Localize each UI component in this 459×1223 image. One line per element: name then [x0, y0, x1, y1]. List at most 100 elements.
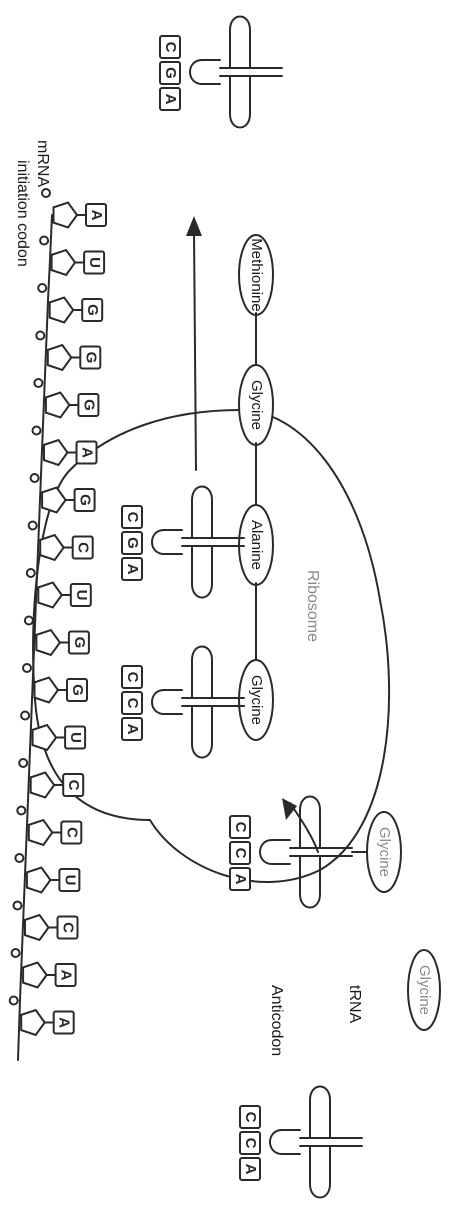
sugar-pentagon: [48, 345, 72, 370]
phosphate-bead: [14, 902, 22, 910]
amino-acid: Alanine: [239, 505, 273, 585]
anticodon-base: A: [240, 1158, 260, 1180]
sugar-pentagon: [54, 203, 78, 228]
svg-text:C: C: [65, 780, 82, 791]
mrna-base: G: [78, 394, 98, 416]
svg-text:U: U: [67, 732, 84, 743]
anticodon-base: A: [122, 558, 142, 580]
amino-acid-label: Alanine: [248, 520, 265, 570]
sugar-pentagon: [40, 535, 64, 560]
svg-text:A: A: [124, 724, 141, 735]
phosphate-bead: [33, 427, 41, 435]
svg-text:A: A: [88, 210, 105, 221]
amino-acid: Glycine: [239, 365, 273, 445]
mrna-base: G: [69, 632, 89, 654]
phosphate-bead: [12, 949, 20, 957]
sugar-pentagon: [31, 773, 55, 798]
phosphate-bead: [21, 712, 29, 720]
legend-amino-acid: Glycine: [408, 950, 440, 1030]
svg-text:C: C: [162, 42, 179, 53]
svg-text:U: U: [86, 257, 103, 268]
mrna-base: U: [59, 869, 79, 891]
svg-text:G: G: [77, 494, 94, 506]
initiation-codon-label: initiation codon: [14, 160, 31, 267]
sugar-pentagon: [38, 583, 62, 608]
mrna-base: C: [58, 917, 78, 939]
phosphate-bead: [25, 617, 33, 625]
sugar-pentagon: [46, 393, 70, 418]
sugar-pentagon: [52, 250, 76, 275]
sugar-pentagon: [50, 298, 73, 323]
mrna-base: G: [80, 347, 100, 369]
mrna-base: C: [61, 822, 81, 844]
sugar-pentagon: [33, 725, 57, 750]
svg-text:A: A: [56, 1017, 73, 1028]
anticodon-base: A: [230, 868, 250, 890]
svg-text:C: C: [75, 542, 92, 553]
ribosome-label: Ribosome: [304, 570, 321, 642]
mrna-base: U: [71, 584, 91, 606]
phosphate-bead: [17, 807, 25, 815]
arrow-exit: [186, 216, 202, 470]
phosphate-bead: [36, 332, 44, 340]
sugar-pentagon: [23, 963, 46, 988]
anticodon-base: C: [122, 666, 142, 688]
mrna-label: mRNA: [34, 140, 51, 187]
svg-text:U: U: [73, 590, 90, 601]
phosphate-bead: [40, 237, 48, 245]
amino-acid: Glycine: [239, 660, 273, 740]
anticodon-base: C: [160, 36, 180, 58]
anticodon-base: C: [230, 842, 250, 864]
phosphate-bead: [42, 189, 50, 197]
phosphate-bead: [31, 474, 39, 482]
phosphate-bead: [15, 854, 23, 862]
mrna-base: U: [65, 727, 85, 749]
phosphate-bead: [27, 569, 35, 577]
trna-bound-alanine: CGA: [122, 487, 244, 598]
sugar-pentagon: [44, 440, 68, 465]
mrna-base: A: [77, 442, 97, 464]
svg-text:C: C: [242, 1138, 259, 1149]
amino-acid-label: Methionine: [248, 238, 265, 311]
svg-text:C: C: [124, 512, 141, 523]
svg-text:A: A: [162, 94, 179, 105]
mrna-base: U: [84, 252, 104, 274]
svg-text:U: U: [61, 875, 78, 886]
amino-acid-label: Glycine: [248, 380, 265, 430]
phosphate-bead: [29, 522, 37, 530]
anticodon-base: A: [160, 88, 180, 110]
phosphate-bead: [34, 379, 42, 387]
sugar-pentagon: [27, 868, 51, 893]
sugar-pentagon: [25, 915, 49, 940]
phosphate-bead: [23, 664, 31, 672]
anticodon-base: C: [240, 1132, 260, 1154]
sugar-pentagon: [42, 488, 66, 513]
svg-text:C: C: [60, 922, 77, 933]
svg-text:C: C: [242, 1112, 259, 1123]
mrna-base: G: [67, 679, 87, 701]
svg-text:G: G: [69, 684, 86, 696]
sugar-pentagon: [36, 630, 60, 655]
anticodon-base: C: [230, 816, 250, 838]
anticodon-base: A: [122, 718, 142, 740]
svg-text:G: G: [80, 399, 97, 411]
amino-acid: Methionine: [239, 235, 273, 315]
mrna-base: G: [82, 299, 102, 321]
anticodon-base: G: [160, 62, 180, 84]
amino-acid-label: Glycine: [248, 675, 265, 725]
sugar-pentagon: [35, 678, 59, 703]
phosphate-bead: [10, 997, 18, 1005]
svg-text:A: A: [58, 970, 75, 981]
sugar-pentagon: [29, 820, 53, 845]
svg-text:C: C: [124, 672, 141, 683]
anticodon-base: C: [240, 1106, 260, 1128]
trna-label: tRNA: [346, 985, 363, 1024]
svg-text:A: A: [242, 1164, 259, 1175]
svg-text:G: G: [71, 637, 88, 649]
svg-text:Glycine: Glycine: [376, 827, 393, 877]
svg-text:A: A: [79, 447, 96, 458]
